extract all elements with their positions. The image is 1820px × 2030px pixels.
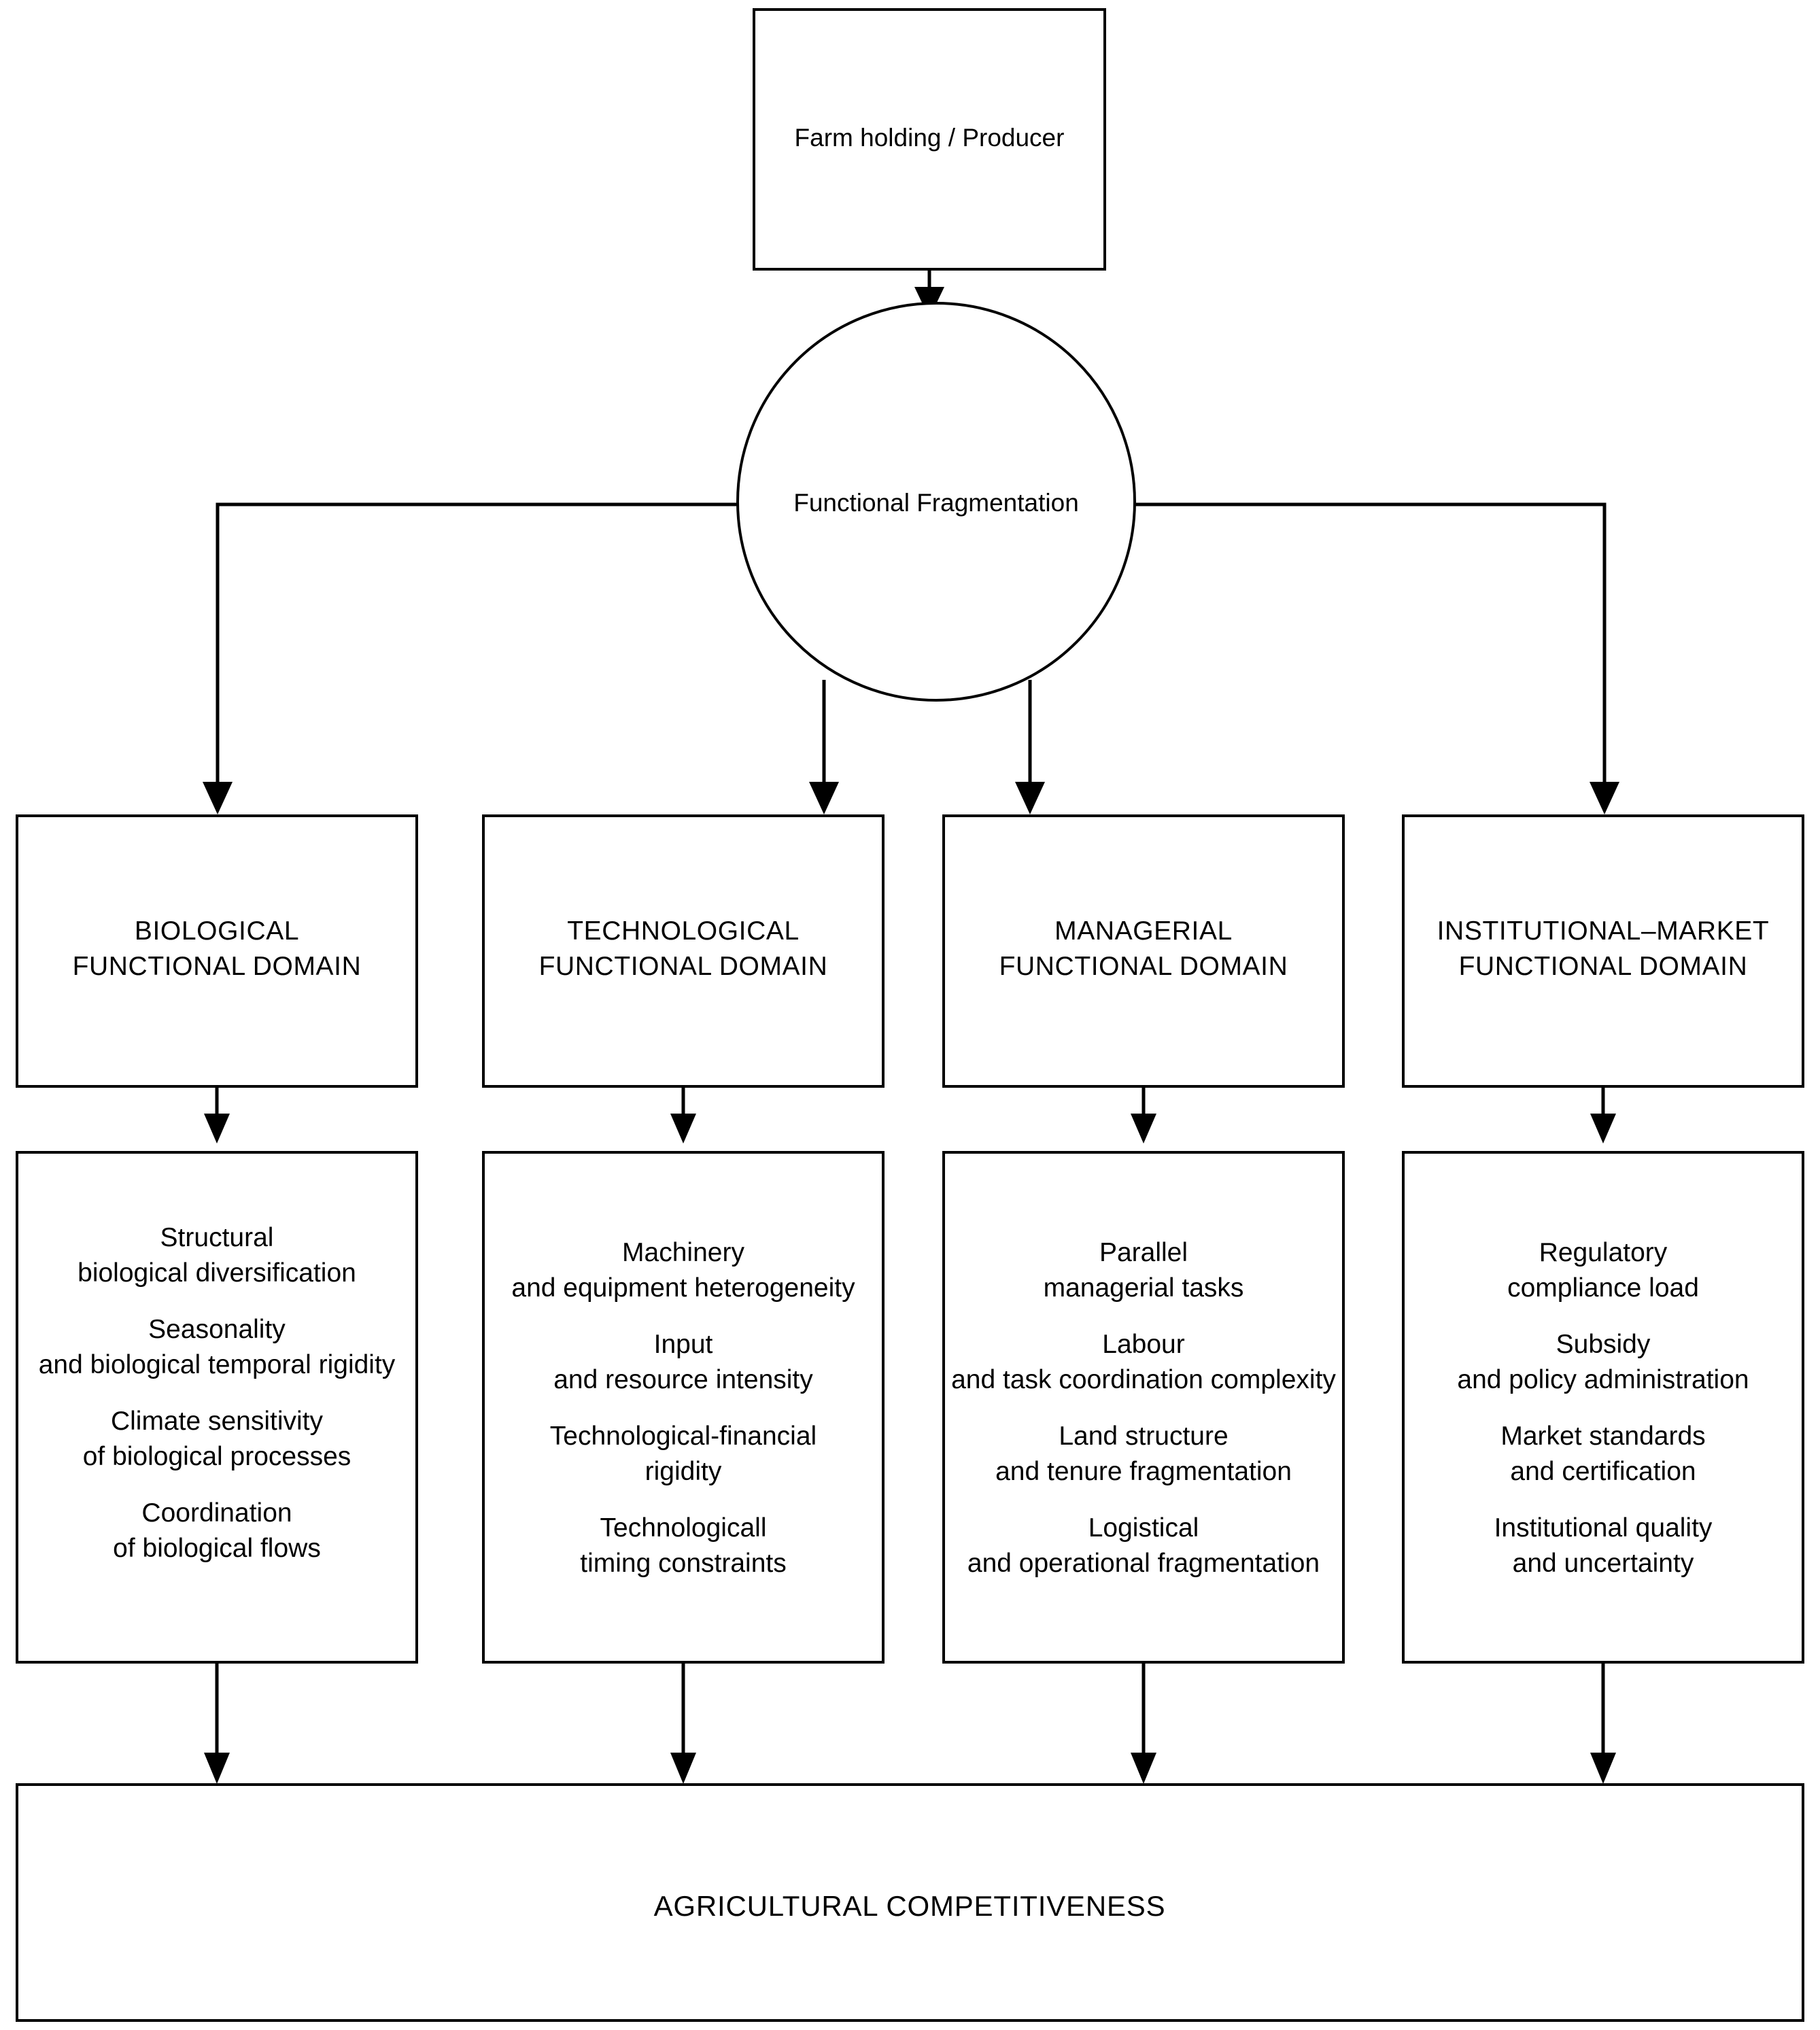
node-functional-fragmentation[interactable]: Functional Fragmentation xyxy=(736,302,1136,702)
arrow-down-icon xyxy=(203,782,233,814)
functional-fragmentation-label: Functional Fragmentation xyxy=(793,489,1079,517)
list-item: Subsidy xyxy=(1556,1330,1651,1359)
agricultural-competitiveness-box xyxy=(16,1783,1804,2022)
list-item: rigidity xyxy=(645,1457,722,1486)
list-item: compliance load xyxy=(1507,1273,1699,1303)
biological-domain-title-line1: BIOLOGICAL xyxy=(135,916,299,946)
items-box-institutional-market[interactable]: Regulatory compliance load Subsidy and p… xyxy=(1402,1151,1804,1664)
items-box-technological[interactable]: Machinery and equipment heterogeneity In… xyxy=(482,1151,885,1664)
list-item: Technological-financial xyxy=(550,1422,817,1451)
managerial-domain-title-line1: MANAGERIAL xyxy=(1054,916,1233,946)
connector-technological-domain-to-items xyxy=(670,1086,696,1143)
list-item: Market standards xyxy=(1500,1422,1705,1451)
items-box-biological[interactable]: Structural biological diversification Se… xyxy=(16,1151,418,1664)
institutional-market-items-box xyxy=(1402,1151,1804,1664)
connector-hub-to-biological xyxy=(203,502,738,814)
institutional-market-domain-title-line2: FUNCTIONAL DOMAIN xyxy=(1459,952,1748,981)
list-item: and uncertainty xyxy=(1513,1549,1694,1578)
list-item: Technologicall xyxy=(600,1513,767,1543)
list-item: managerial tasks xyxy=(1044,1273,1244,1303)
list-item: Parallel xyxy=(1099,1238,1188,1267)
arrow-down-icon xyxy=(670,1753,696,1784)
domain-box-biological[interactable]: BIOLOGICAL FUNCTIONAL DOMAIN xyxy=(16,814,418,1088)
connector-institutional-market-items-to-outcome xyxy=(1590,1662,1616,1784)
list-item: timing constraints xyxy=(580,1549,786,1578)
technological-domain-box xyxy=(482,814,885,1088)
biological-domain-title-line2: FUNCTIONAL DOMAIN xyxy=(73,952,362,981)
list-item: Logistical xyxy=(1088,1513,1199,1543)
list-item: Regulatory xyxy=(1539,1238,1668,1267)
arrow-down-icon xyxy=(204,1114,230,1143)
arrow-down-icon xyxy=(204,1753,230,1784)
list-item: Machinery xyxy=(622,1238,744,1267)
arrow-down-icon xyxy=(1015,782,1045,814)
domain-box-technological[interactable]: TECHNOLOGICAL FUNCTIONAL DOMAIN xyxy=(482,814,885,1088)
domain-box-managerial[interactable]: MANAGERIAL FUNCTIONAL DOMAIN xyxy=(942,814,1345,1088)
arrow-down-icon xyxy=(1590,782,1619,814)
list-item: and task coordination complexity xyxy=(951,1365,1336,1394)
connector-hub-to-managerial xyxy=(1015,680,1045,814)
list-item: of biological processes xyxy=(83,1442,351,1471)
agricultural-competitiveness-label: AGRICULTURAL COMPETITIVENESS xyxy=(654,1890,1166,1922)
arrow-down-icon xyxy=(670,1114,696,1143)
list-item: Land structure xyxy=(1059,1422,1228,1451)
connector-technological-items-to-outcome xyxy=(670,1662,696,1784)
list-item: Climate sensitivity xyxy=(111,1407,324,1436)
arrow-down-icon xyxy=(1131,1753,1156,1784)
list-item: and policy administration xyxy=(1457,1365,1749,1394)
arrow-down-icon xyxy=(1131,1114,1156,1143)
list-item: Input xyxy=(654,1330,713,1359)
connector-managerial-domain-to-items xyxy=(1131,1086,1156,1143)
list-item: and operational fragmentation xyxy=(967,1549,1320,1578)
list-item: Institutional quality xyxy=(1494,1513,1713,1543)
list-item: and biological temporal rigidity xyxy=(39,1350,396,1379)
list-item: and resource intensity xyxy=(553,1365,813,1394)
technological-domain-title-line2: FUNCTIONAL DOMAIN xyxy=(539,952,828,981)
connector-institutional-market-domain-to-items xyxy=(1590,1086,1616,1143)
node-farm-holding[interactable]: Farm holding / Producer xyxy=(753,8,1106,271)
technological-domain-title-line1: TECHNOLOGICAL xyxy=(567,916,800,946)
list-item: of biological flows xyxy=(113,1534,321,1563)
functional-fragmentation-circle xyxy=(736,302,1136,702)
technological-items-box xyxy=(482,1151,885,1664)
connector-biological-items-to-outcome xyxy=(204,1662,230,1784)
farm-holding-box xyxy=(753,8,1106,271)
list-item: Coordination xyxy=(141,1498,292,1528)
list-item: and equipment heterogeneity xyxy=(511,1273,855,1303)
managerial-domain-title-line2: FUNCTIONAL DOMAIN xyxy=(999,952,1288,981)
institutional-market-domain-box xyxy=(1402,814,1804,1088)
managerial-domain-box xyxy=(942,814,1345,1088)
items-box-managerial[interactable]: Parallel managerial tasks Labour and tas… xyxy=(942,1151,1345,1664)
list-item: Structural xyxy=(160,1223,274,1252)
node-agricultural-competitiveness[interactable]: AGRICULTURAL COMPETITIVENESS xyxy=(16,1783,1804,2022)
connector-hub-to-institutional-market xyxy=(1135,502,1619,814)
connector-managerial-items-to-outcome xyxy=(1131,1662,1156,1784)
list-item: Labour xyxy=(1102,1330,1184,1359)
arrow-down-icon xyxy=(1590,1114,1616,1143)
arrow-down-icon xyxy=(1590,1753,1616,1784)
list-item: biological diversification xyxy=(78,1258,356,1288)
list-item: and certification xyxy=(1510,1457,1696,1486)
institutional-market-domain-title-line1: INSTITUTIONAL–MARKET xyxy=(1437,916,1770,946)
domain-box-institutional-market[interactable]: INSTITUTIONAL–MARKET FUNCTIONAL DOMAIN xyxy=(1402,814,1804,1088)
list-item: Seasonality xyxy=(148,1315,286,1344)
farm-holding-label: Farm holding / Producer xyxy=(795,124,1065,152)
connector-hub-to-technological xyxy=(809,680,839,814)
connector-biological-domain-to-items xyxy=(204,1086,230,1143)
list-item: and tenure fragmentation xyxy=(995,1457,1292,1486)
arrow-down-icon xyxy=(809,782,839,814)
managerial-items-box xyxy=(942,1151,1345,1664)
biological-domain-box xyxy=(16,814,418,1088)
